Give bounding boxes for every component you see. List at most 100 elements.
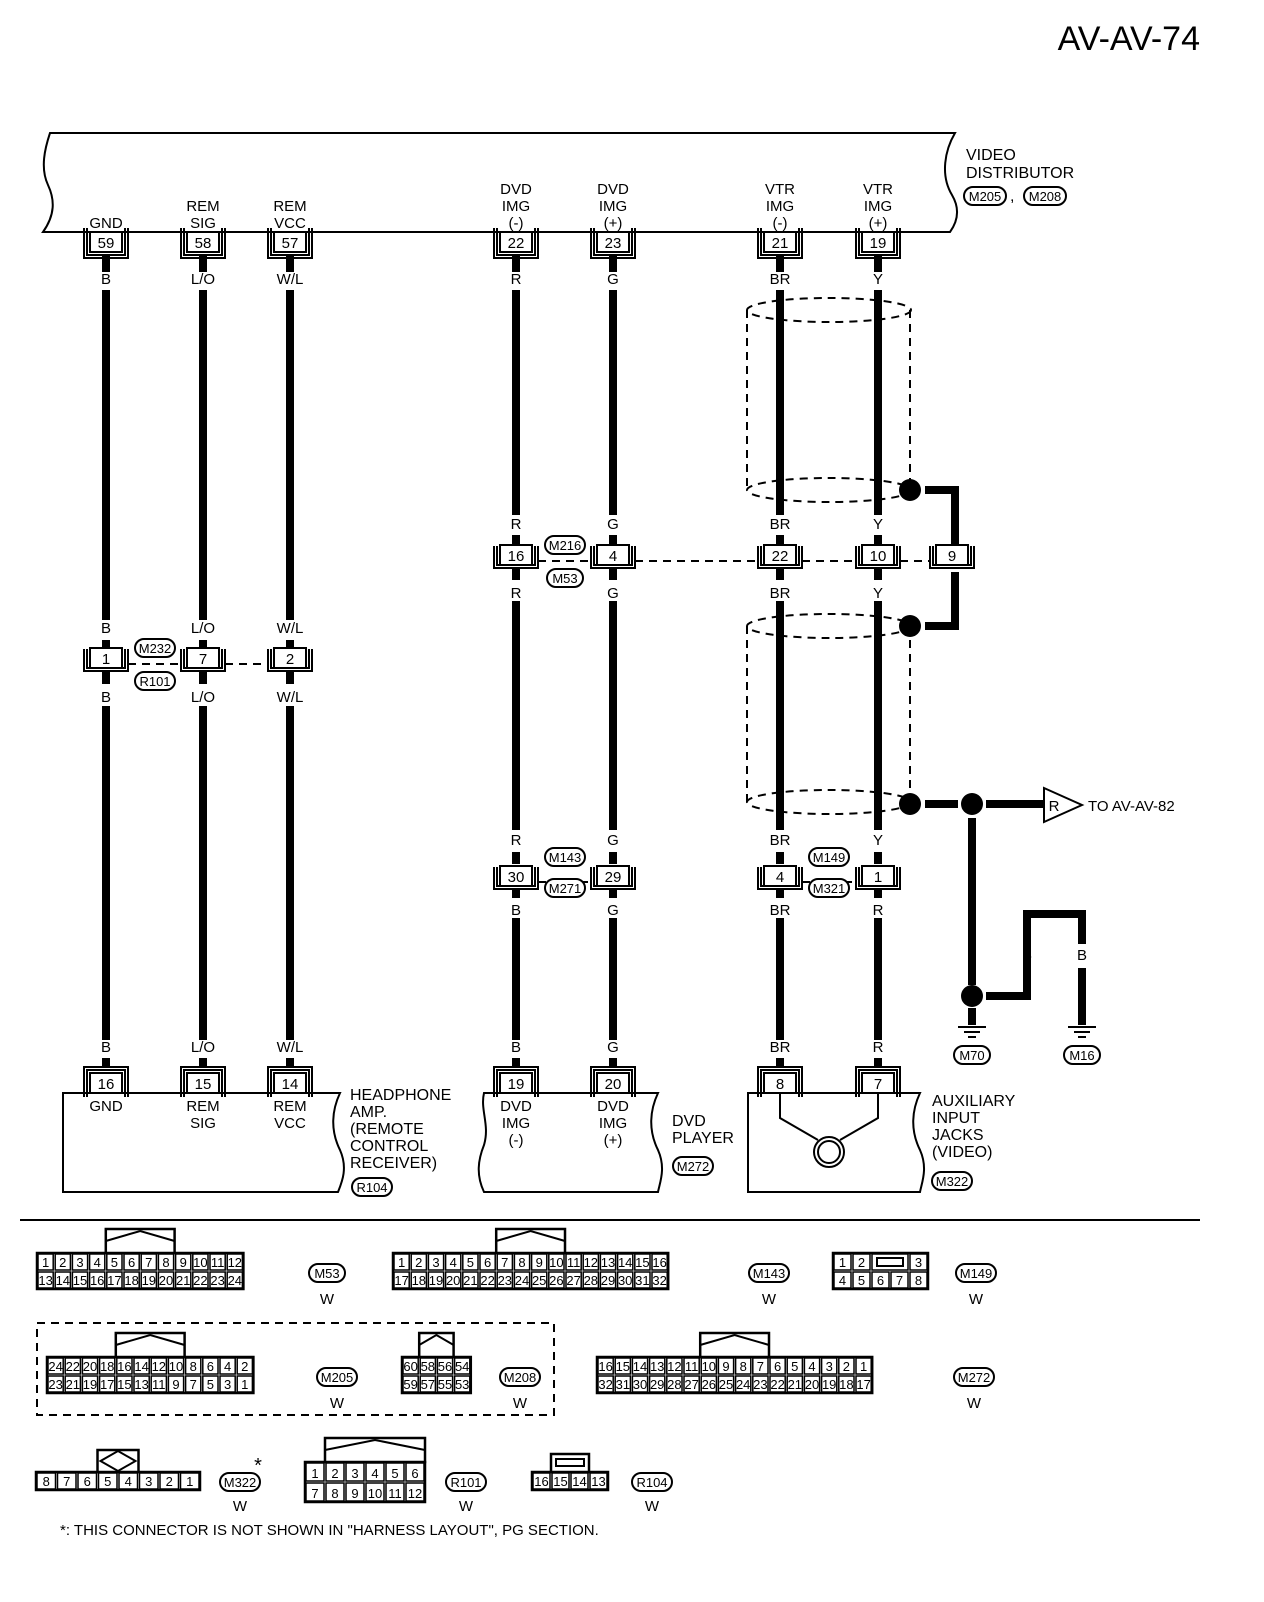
pin-label: REM (273, 1098, 306, 1115)
pin-label: REM (186, 1098, 219, 1115)
junction-box (763, 865, 797, 887)
cavity-number: 19 (429, 1273, 443, 1288)
connector-pill (316, 1367, 358, 1387)
cavity-number: 6 (411, 1466, 418, 1481)
wire-color-label: B (101, 1039, 111, 1056)
connector-cavity (192, 1253, 209, 1271)
pin-number: 15 (195, 1076, 212, 1093)
pin-label: VCC (274, 215, 306, 232)
cavity-number: 8 (43, 1474, 50, 1489)
pin-bracket (496, 228, 536, 256)
pin-box (89, 231, 123, 253)
cavity-number: 23 (498, 1273, 512, 1288)
connector-pill (748, 1263, 790, 1283)
cavity-number: 30 (633, 1377, 647, 1392)
pin-number: 8 (776, 1076, 784, 1093)
splice-dot (961, 985, 983, 1007)
cavity-number: 26 (549, 1273, 563, 1288)
headphone-amp-name: AMP. (350, 1104, 387, 1121)
cavity-number: 8 (740, 1359, 747, 1374)
connector-latch (494, 1227, 567, 1255)
connector-color: W (969, 1291, 984, 1308)
connector-cavity (909, 1253, 928, 1271)
cavity-number: 4 (371, 1466, 378, 1481)
cavity-number: 8 (915, 1273, 922, 1288)
connector-cavity (402, 1357, 419, 1375)
connector-color: W (967, 1395, 982, 1412)
ground-symbol-M16: M16 (1063, 1026, 1101, 1065)
connector-id-pill: M143 (748, 1263, 790, 1283)
cavity-number: 6 (774, 1359, 781, 1374)
wire-color-label: B (101, 620, 111, 637)
pin-label: (+) (604, 215, 623, 232)
cavity-number: 22 (193, 1273, 207, 1288)
connector-cavity (769, 1375, 786, 1393)
connector-cavity (192, 1271, 209, 1289)
cavity-number: 15 (73, 1273, 87, 1288)
connector-cavity (651, 1253, 668, 1271)
dvd-player-connector: M272 (672, 1156, 714, 1176)
pin-number: 58 (195, 235, 212, 252)
connector-frame (303, 1460, 427, 1504)
cavity-number: 25 (719, 1377, 733, 1392)
cavity-number: 18 (839, 1377, 853, 1392)
cavity-number: 21 (176, 1273, 190, 1288)
connector-id: M53 (552, 571, 577, 586)
connector-cavity (405, 1482, 425, 1502)
cavity-number: 2 (166, 1474, 173, 1489)
cavity-number: 6 (207, 1359, 214, 1374)
cavity-number: 16 (598, 1359, 612, 1374)
connector-id: M272 (677, 1159, 710, 1174)
cavity-number: 5 (111, 1255, 118, 1270)
connector-cavity (634, 1253, 651, 1271)
connector-cavity (179, 1472, 200, 1490)
cavity-number: 7 (501, 1255, 508, 1270)
shield-bottom (746, 789, 912, 815)
connector-id: R101 (450, 1475, 481, 1490)
pin-label: VCC (274, 1115, 306, 1132)
connector-cavity (410, 1271, 428, 1289)
svg-text:M208: M208 (1029, 189, 1062, 204)
connector-cavity (325, 1482, 345, 1502)
wire-color-label: G (607, 516, 619, 533)
cavity-number: 14 (56, 1273, 70, 1288)
video-distributor-connector-m205: M205 (963, 186, 1007, 206)
connector-id: M149 (813, 850, 846, 865)
cavity-number: 3 (351, 1466, 358, 1481)
connector-cavity (150, 1375, 168, 1393)
junction-connector-m232: M232 (134, 638, 176, 658)
pin-label: IMG (502, 1115, 530, 1132)
cavity-number: 15 (635, 1255, 649, 1270)
connector-cavity (123, 1271, 140, 1289)
connector-cavity (651, 1271, 668, 1289)
connector-id-pill: M53 (308, 1263, 346, 1283)
connector-cavity (140, 1271, 158, 1289)
connector-cavity (631, 1357, 649, 1375)
cavity-number: 9 (722, 1359, 729, 1374)
connector-cavity (453, 1357, 471, 1375)
pin-bracket (855, 1066, 901, 1097)
connector-id: M143 (549, 850, 582, 865)
cavity-number: 15 (616, 1359, 630, 1374)
connector-cavity (54, 1253, 72, 1271)
connector-cavity (236, 1375, 254, 1393)
connector-id: R101 (139, 674, 170, 689)
ref-arrow-icon (1043, 786, 1085, 824)
cavity-number: 4 (224, 1359, 231, 1374)
cavity-number: 2 (415, 1255, 422, 1270)
pin-connector: 22 (493, 228, 539, 259)
connector-cavity (81, 1375, 99, 1393)
cavity-number: 1 (398, 1255, 405, 1270)
pin-label: (-) (509, 1132, 524, 1149)
connector-cavity (683, 1357, 700, 1375)
connector-id: R104 (636, 1475, 667, 1490)
junction-pin-2: 2 (267, 647, 313, 672)
cavity-number: 17 (856, 1377, 870, 1392)
connector-cavity (786, 1357, 804, 1375)
cavity-number: 14 (618, 1255, 632, 1270)
pin-connector: 19 (493, 1066, 539, 1097)
junction-pin-number: 10 (870, 548, 887, 565)
connector-pill (499, 1367, 541, 1387)
